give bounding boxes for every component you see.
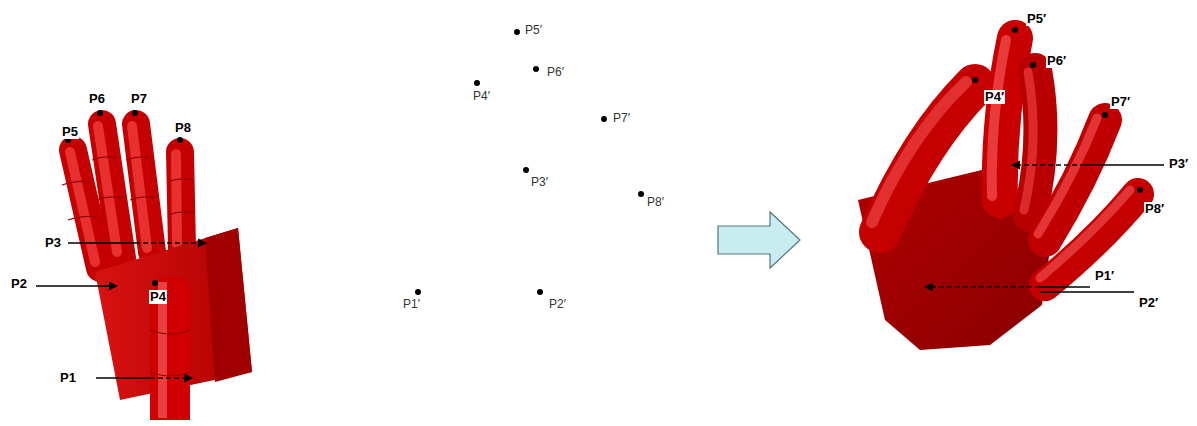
- point-label: P3′: [1168, 157, 1189, 171]
- point-label: P7′: [1110, 95, 1131, 109]
- point-label: P6′: [546, 66, 565, 79]
- point-label: P1′: [1094, 269, 1115, 283]
- point-label: P6′: [1046, 54, 1067, 68]
- point-label: P1′: [402, 298, 421, 311]
- point-label: P2′: [548, 298, 567, 311]
- point-label: P7: [130, 92, 148, 106]
- point-label: P2: [10, 277, 28, 291]
- point-label: P1: [59, 371, 77, 385]
- point-label: P4: [149, 290, 167, 304]
- point-label: P8: [174, 121, 192, 135]
- point-label: P3′: [530, 176, 549, 189]
- point-label: P4′: [984, 90, 1005, 104]
- point-label: P2′: [1138, 296, 1159, 310]
- point-label: P5: [61, 125, 79, 139]
- point-label: P5′: [1026, 12, 1047, 26]
- point-label: P5′: [524, 24, 543, 37]
- point-label: P7′: [612, 112, 631, 125]
- point-label: P4′: [472, 90, 491, 103]
- point-label: P6: [88, 92, 106, 106]
- point-label: P8′: [1144, 202, 1165, 216]
- point-label: P3: [44, 236, 62, 250]
- point-label: P8′: [646, 196, 665, 209]
